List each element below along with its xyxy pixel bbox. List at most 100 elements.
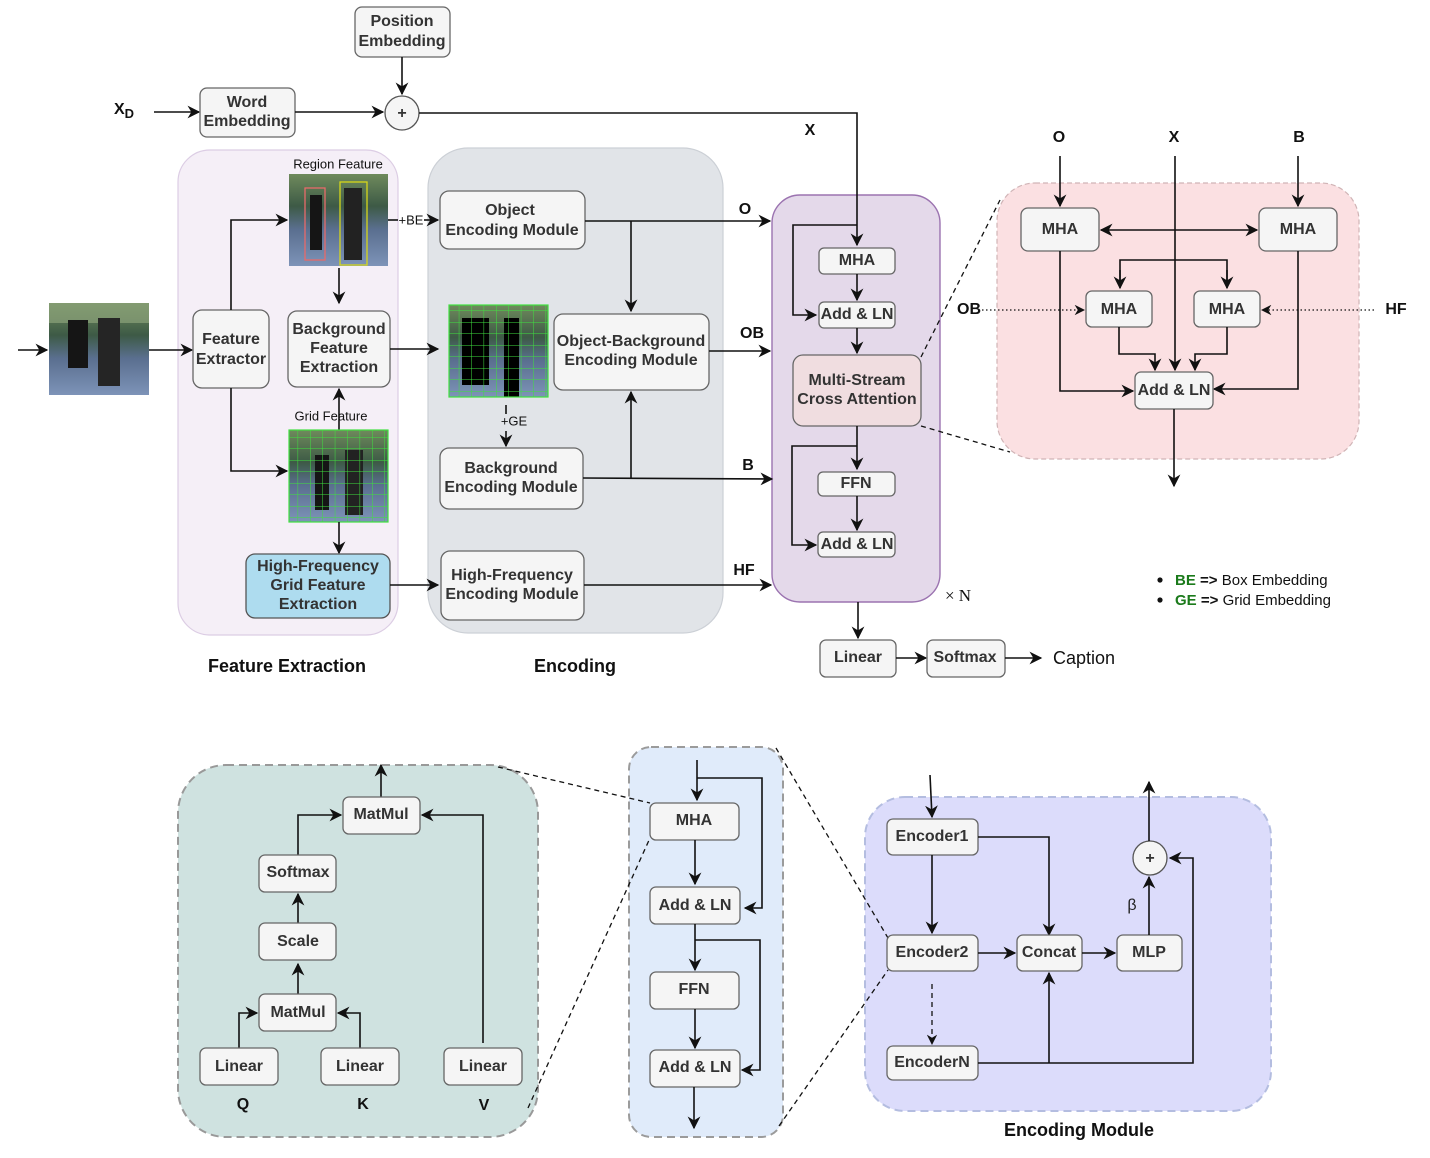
cross-attention-detail-panel	[996, 182, 1360, 460]
svg-text:MHA: MHA	[1280, 221, 1317, 238]
svg-text:Extraction: Extraction	[300, 359, 378, 376]
grid-feature-label: Grid Feature	[295, 408, 368, 423]
svg-text:MatMul: MatMul	[270, 1004, 325, 1021]
stream-b-label: B	[742, 457, 754, 474]
high-frequency-extraction-box: High-Frequency Grid Feature Extraction	[245, 553, 391, 619]
decoder-mha-box: MHA	[818, 247, 896, 275]
attn-softmax-box: Softmax	[258, 854, 337, 893]
enc-layer-mha-box: MHA	[649, 802, 740, 841]
ca-mha-ob-box: MHA	[1085, 290, 1153, 328]
svg-text:High-Frequency: High-Frequency	[257, 558, 379, 575]
svg-text:Scale: Scale	[277, 933, 319, 950]
background-encoding-module-box: Background Encoding Module	[439, 447, 584, 510]
stream-ob-label: OB	[740, 325, 764, 342]
encoder-layer-detail-panel	[628, 746, 784, 1138]
softmax-box: Softmax	[926, 639, 1006, 678]
decoder-add-ln-2-box: Add & LN	[817, 531, 896, 558]
svg-text:Encoder2: Encoder2	[896, 944, 969, 961]
mlp-box: MLP	[1116, 934, 1183, 972]
ge-label: +GE	[501, 413, 528, 428]
ca-side-ob: OB	[957, 301, 981, 318]
be-label: +BE	[399, 212, 424, 227]
svg-text:Embedding: Embedding	[358, 33, 445, 50]
svg-text:Grid Feature: Grid Feature	[270, 577, 365, 594]
q-label: Q	[237, 1096, 249, 1113]
input-image	[49, 303, 149, 395]
svg-text:BE => Box Embedding: BE => Box Embedding	[1175, 572, 1328, 589]
decoder-ffn-box: FFN	[817, 471, 896, 497]
svg-text:Linear: Linear	[336, 1058, 384, 1075]
svg-text:Word: Word	[227, 94, 268, 111]
multi-stream-cross-attention-box: Multi-Stream Cross Attention	[792, 354, 922, 427]
svg-text:MHA: MHA	[1209, 301, 1246, 318]
object-encoding-module-box: Object Encoding Module	[439, 190, 586, 250]
svg-text:Linear: Linear	[215, 1058, 263, 1075]
stream-hf-label: HF	[733, 562, 755, 579]
svg-text:Object: Object	[485, 202, 535, 219]
attn-matmul-bottom-box: MatMul	[258, 993, 337, 1032]
background-feature-extraction-box: Background Feature Extraction	[287, 310, 391, 388]
svg-text:Feature: Feature	[202, 331, 260, 348]
svg-text:Encoding Module: Encoding Module	[564, 352, 697, 369]
encoder1-box: Encoder1	[886, 818, 979, 856]
svg-text:GE => Grid Embedding: GE => Grid Embedding	[1175, 592, 1331, 609]
svg-text:Add & LN: Add & LN	[821, 536, 894, 553]
enc-layer-add-ln-2-box: Add & LN	[649, 1049, 741, 1088]
decoder-add-ln-1-box: Add & LN	[818, 301, 896, 329]
svg-text:MLP: MLP	[1132, 944, 1166, 961]
svg-text:Add & LN: Add & LN	[659, 897, 732, 914]
feature-extractor-box: Feature Extractor	[192, 309, 270, 389]
encoding-sum-node: +	[1132, 840, 1168, 876]
object-background-encoding-module-box: Object-Background Encoding Module	[553, 313, 710, 391]
svg-text:Softmax: Softmax	[933, 649, 996, 666]
encoding-module-title: Encoding Module	[1004, 1120, 1154, 1140]
svg-text:High-Frequency: High-Frequency	[451, 567, 573, 584]
caption-output: Caption	[1053, 648, 1115, 668]
svg-text:Encoding Module: Encoding Module	[445, 586, 578, 603]
attn-matmul-top-box: MatMul	[342, 796, 421, 835]
svg-text:Concat: Concat	[1022, 944, 1077, 961]
encoding-title: Encoding	[534, 656, 616, 676]
plus-icon: +	[1145, 850, 1154, 867]
linear-box: Linear	[819, 639, 897, 678]
ca-mha-right-box: MHA	[1258, 207, 1338, 252]
svg-text:Linear: Linear	[459, 1058, 507, 1075]
repeat-n-label: × N	[945, 586, 971, 605]
svg-text:Multi-Stream: Multi-Stream	[809, 372, 906, 389]
svg-text:Softmax: Softmax	[266, 864, 329, 881]
svg-text:Linear: Linear	[834, 649, 882, 666]
svg-text:Background: Background	[292, 321, 385, 338]
svg-text:MHA: MHA	[1042, 221, 1079, 238]
attn-linear-k-box: Linear	[320, 1047, 400, 1086]
svg-text:Add & LN: Add & LN	[821, 306, 894, 323]
svg-text:Encoding Module: Encoding Module	[444, 479, 577, 496]
beta-label: β	[1127, 897, 1136, 914]
ca-side-hf: HF	[1385, 301, 1407, 318]
region-feature-image	[289, 174, 388, 266]
word-embedding-box: Word Embedding	[199, 87, 296, 138]
svg-text:Encoder1: Encoder1	[896, 828, 969, 845]
concat-box: Concat	[1016, 934, 1083, 972]
svg-text:Embedding: Embedding	[203, 113, 290, 130]
svg-text:Encoding Module: Encoding Module	[445, 222, 578, 239]
svg-text:Position: Position	[370, 13, 433, 30]
region-feature-label: Region Feature	[293, 156, 383, 171]
stream-o-label: O	[739, 201, 751, 218]
svg-text:MHA: MHA	[1101, 301, 1138, 318]
k-label: K	[357, 1096, 369, 1113]
v-label: V	[479, 1097, 490, 1114]
svg-text:Feature: Feature	[310, 340, 368, 357]
svg-text:Background: Background	[464, 460, 557, 477]
svg-text:MHA: MHA	[839, 252, 876, 269]
svg-text:Object-Background: Object-Background	[557, 333, 705, 350]
svg-text:FFN: FFN	[678, 981, 709, 998]
sum-node: +	[384, 95, 420, 131]
svg-text:EncoderN: EncoderN	[894, 1054, 970, 1071]
svg-text:Extractor: Extractor	[196, 351, 266, 368]
enc-layer-ffn-box: FFN	[649, 971, 740, 1010]
ca-input-b: B	[1293, 129, 1305, 146]
ca-input-x: X	[1169, 129, 1180, 146]
ca-mha-left-box: MHA	[1020, 207, 1100, 252]
attn-linear-q-box: Linear	[199, 1047, 279, 1086]
